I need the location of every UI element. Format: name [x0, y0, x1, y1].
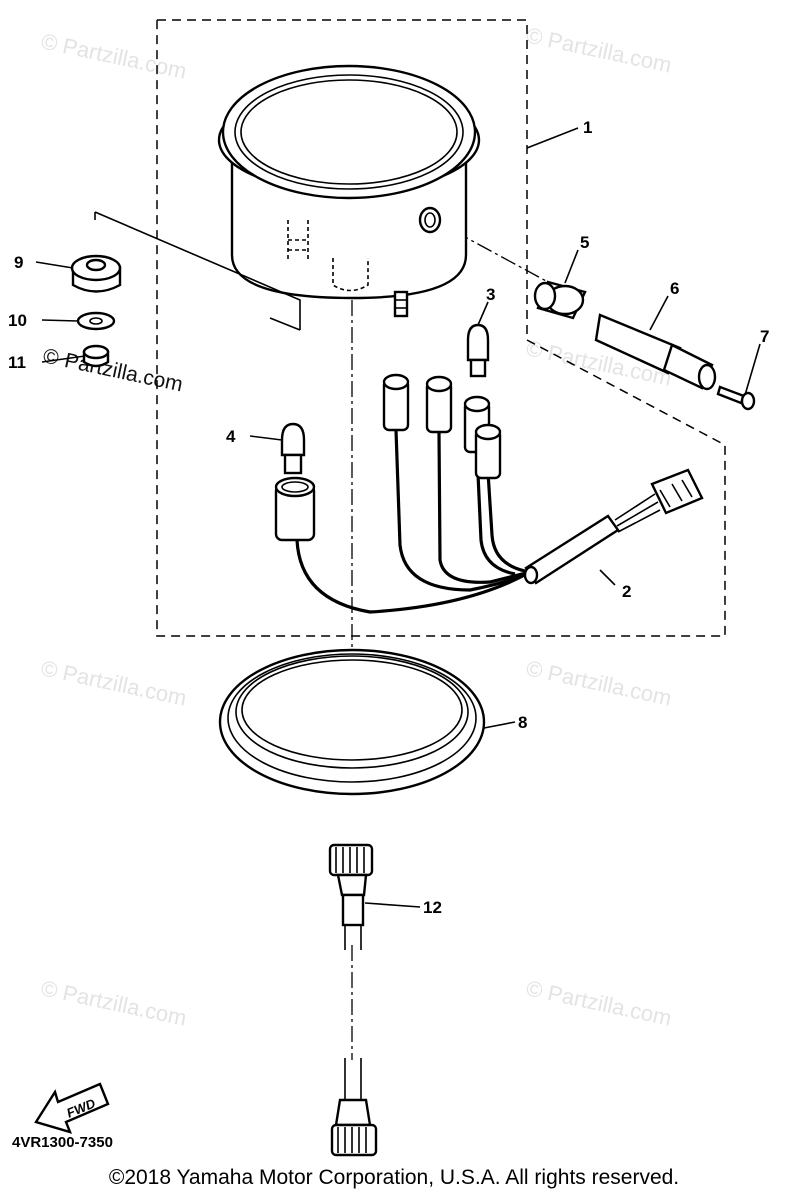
meter-assembly [217, 64, 481, 318]
watermark-symbol: © [524, 22, 545, 50]
callout-3: 3 [486, 285, 495, 304]
callout-7: 7 [760, 327, 769, 346]
leader-lines [35, 127, 761, 908]
watermark-symbol: © [39, 655, 60, 683]
nut [82, 344, 110, 368]
callout-2: 2 [622, 582, 631, 601]
callout-8: 8 [518, 713, 527, 732]
watermark-symbol: © [39, 28, 60, 56]
callouts: 1 2 3 4 5 6 7 8 9 10 11 12 [8, 118, 769, 917]
watermark-text: Partzilla.com [60, 33, 188, 84]
callout-5: 5 [580, 233, 589, 252]
watermark-text: Partzilla.com [545, 980, 673, 1031]
callout-4: 4 [226, 427, 236, 446]
assembly-boundary [156, 19, 726, 637]
watermark-symbol: © [524, 975, 545, 1003]
watermark-text: Partzilla.com [545, 27, 673, 78]
copyright-notice: ©2018 Yamaha Motor Corporation, U.S.A. A… [108, 1166, 680, 1189]
fwd-arrow-icon: FWD [34, 1082, 110, 1134]
watermark-text: Partzilla.com [60, 980, 188, 1031]
bushing [533, 280, 587, 320]
light-tube [594, 313, 717, 391]
callout-10: 10 [8, 311, 27, 330]
speedometer-cable [328, 843, 378, 1157]
callout-11: 11 [8, 353, 26, 372]
callout-9: 9 [14, 253, 23, 272]
callout-12: 12 [423, 898, 442, 917]
small-bulb [466, 323, 490, 378]
watermark-symbol: © [524, 335, 545, 363]
callout-6: 6 [670, 279, 679, 298]
callout-1: 1 [583, 118, 592, 137]
wire-harness [295, 373, 704, 614]
grommet [70, 254, 122, 293]
bracket-leader [94, 211, 301, 331]
bulb-socket [274, 422, 316, 542]
bezel-ring [218, 648, 486, 796]
watermark-text: Partzilla.com [60, 660, 188, 711]
watermark-symbol: © [39, 975, 60, 1003]
watermark-text: Partzilla.com [545, 660, 673, 711]
diagram-code: 4VR1300-7350 [12, 1134, 113, 1151]
watermark-symbol: © [524, 655, 545, 683]
screw [716, 385, 756, 411]
washer [76, 311, 116, 331]
watermark-symbol-dark: © [41, 344, 61, 370]
